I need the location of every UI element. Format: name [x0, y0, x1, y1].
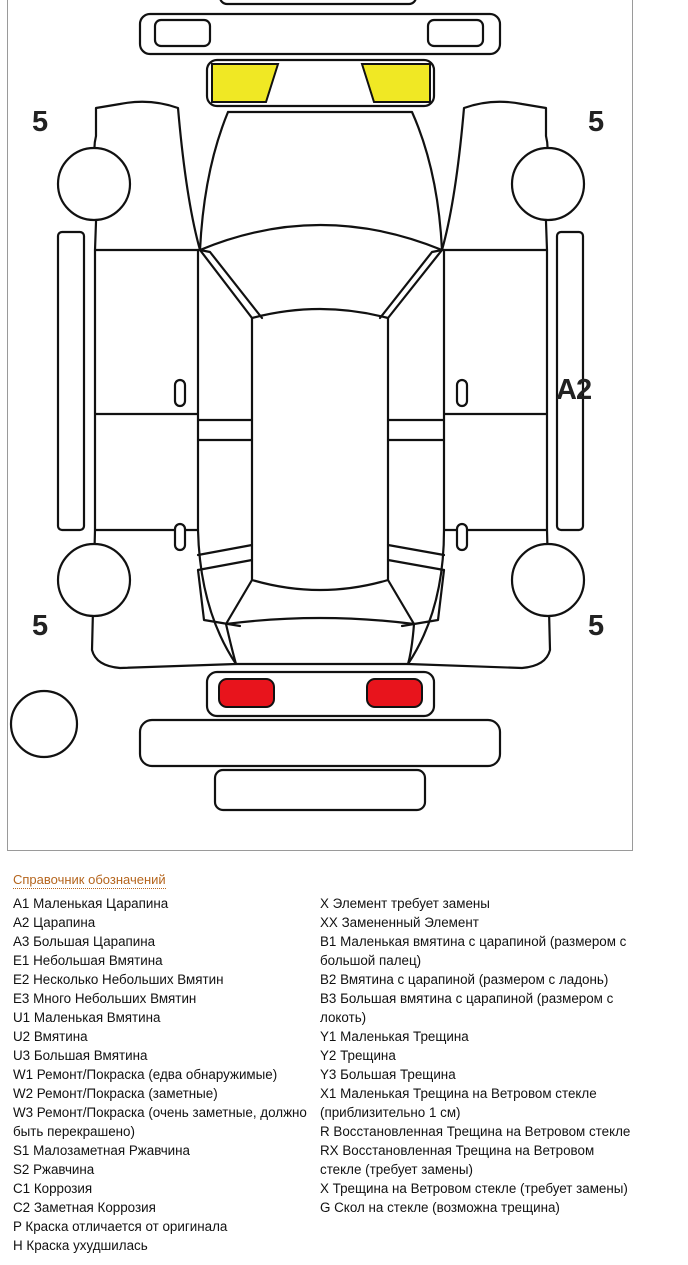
rear-quarter-right: [400, 568, 446, 628]
legend-item: R Восстановленная Трещина на Ветровом ст…: [320, 1124, 631, 1139]
wheel-front-right: [510, 146, 586, 222]
legend-item: C2 Заметная Коррозия: [13, 1200, 156, 1215]
legend-item: X Элемент требует замены: [320, 896, 490, 911]
mark-right-side: A2: [556, 374, 592, 406]
legend-item: B1 Маленькая вмятина с царапиной (размер…: [320, 934, 627, 968]
front-bumper-slot-right: [426, 18, 485, 48]
rear-window: [224, 578, 416, 626]
rear-bumper-bottom-piece: [213, 768, 427, 812]
legend-item: Y3 Большая Трещина: [320, 1067, 456, 1082]
side-sill-right: [555, 230, 585, 532]
legend-item: W3 Ремонт/Покраска (очень заметные, долж…: [13, 1105, 307, 1139]
legend-item: S1 Малозаметная Ржавчина: [13, 1143, 191, 1158]
spare-wheel: [9, 689, 79, 759]
legend-item: U3 Большая Вмятина: [13, 1048, 148, 1063]
rear-bumper: [138, 718, 502, 768]
legend-item: C1 Коррозия: [13, 1181, 93, 1196]
legend-title[interactable]: Справочник обозначений: [13, 872, 166, 889]
legend-item: XX Замененный Элемент: [320, 915, 479, 930]
door-handle-front-left: [173, 378, 187, 408]
door-handle-rear-left: [173, 522, 187, 552]
doors-right: [442, 248, 549, 532]
legend-item: Y2 Трещина: [320, 1048, 396, 1063]
doors-left: [93, 248, 200, 532]
legend-item: B2 Вмятина с царапиной (размером с ладон…: [320, 972, 609, 987]
front-bumper-top-piece: [219, 0, 417, 6]
legend-item: X1 Маленькая Трещина на Ветровом стекле …: [320, 1086, 597, 1120]
wheel-front-left: [56, 146, 132, 222]
legend-item: E1 Небольшая Вмятина: [13, 953, 163, 968]
car-inspection-diagram: [9, 0, 586, 812]
taillight-left: [218, 678, 275, 708]
trunk: [224, 622, 416, 666]
legend-item: W1 Ремонт/Покраска (едва обнаружимые): [13, 1067, 278, 1082]
taillight-right: [366, 678, 423, 708]
legend-item: S2 Ржавчина: [13, 1162, 95, 1177]
legend-item: A1 Маленькая Царапина: [13, 896, 169, 911]
rear-quarter-left: [196, 568, 242, 628]
legend-item: U2 Вмятина: [13, 1029, 88, 1044]
mark-rear-right: 5: [588, 610, 605, 642]
front-bumper: [138, 12, 502, 56]
legend-item: X Трещина на Ветровом стекле (требует за…: [320, 1181, 628, 1196]
legend-item: B3 Большая вмятина с царапиной (размером…: [320, 991, 614, 1025]
hood: [198, 110, 444, 252]
mark-front-right: 5: [588, 106, 605, 138]
legend-item: H Краска ухудшилась: [13, 1238, 148, 1253]
headlight-left: [211, 63, 280, 103]
door-handle-rear-right: [455, 522, 469, 552]
side-sill-left: [56, 230, 86, 532]
side-window-right-rear: [386, 543, 446, 572]
legend-item: U1 Маленькая Вмятина: [13, 1010, 161, 1025]
headlight-right: [360, 63, 431, 103]
legend-item: E2 Несколько Небольших Вмятин: [13, 972, 224, 987]
roof-inner-right: [386, 418, 446, 442]
legend-item: W2 Ремонт/Покраска (заметные): [13, 1086, 218, 1101]
a-pillar-left: [198, 248, 264, 320]
legend-item: Y1 Маленькая Трещина: [320, 1029, 469, 1044]
wheel-rear-left: [56, 542, 132, 618]
door-handle-front-right: [455, 378, 469, 408]
mark-front-left: 5: [32, 106, 49, 138]
rear-fender-left: [90, 528, 238, 670]
wheel-rear-right: [510, 542, 586, 618]
legend-left-column: A1 Маленькая Царапина A2 Царапина A3 Больш…: [13, 894, 318, 1255]
legend-right-column: X Элемент требует замены XX Замененный Эл…: [320, 894, 638, 1217]
legend-item: P Краска отличается от оригинала: [13, 1219, 228, 1234]
legend-item: A3 Большая Царапина: [13, 934, 156, 949]
legend-item: G Скол на стекле (возможна трещина): [320, 1200, 560, 1215]
rear-fender-right: [406, 528, 552, 670]
roof-inner-left: [196, 418, 254, 442]
roof: [250, 316, 390, 592]
mark-rear-left: 5: [32, 610, 49, 642]
windshield: [198, 223, 444, 320]
legend-item: A2 Царапина: [13, 915, 96, 930]
legend-item: RX Восстановленная Трещина на Ветровом с…: [320, 1143, 595, 1177]
side-window-left-rear: [196, 543, 254, 572]
a-pillar-right: [378, 248, 444, 320]
front-bumper-slot-left: [153, 18, 212, 48]
legend-item: E3 Много Небольших Вмятин: [13, 991, 197, 1006]
